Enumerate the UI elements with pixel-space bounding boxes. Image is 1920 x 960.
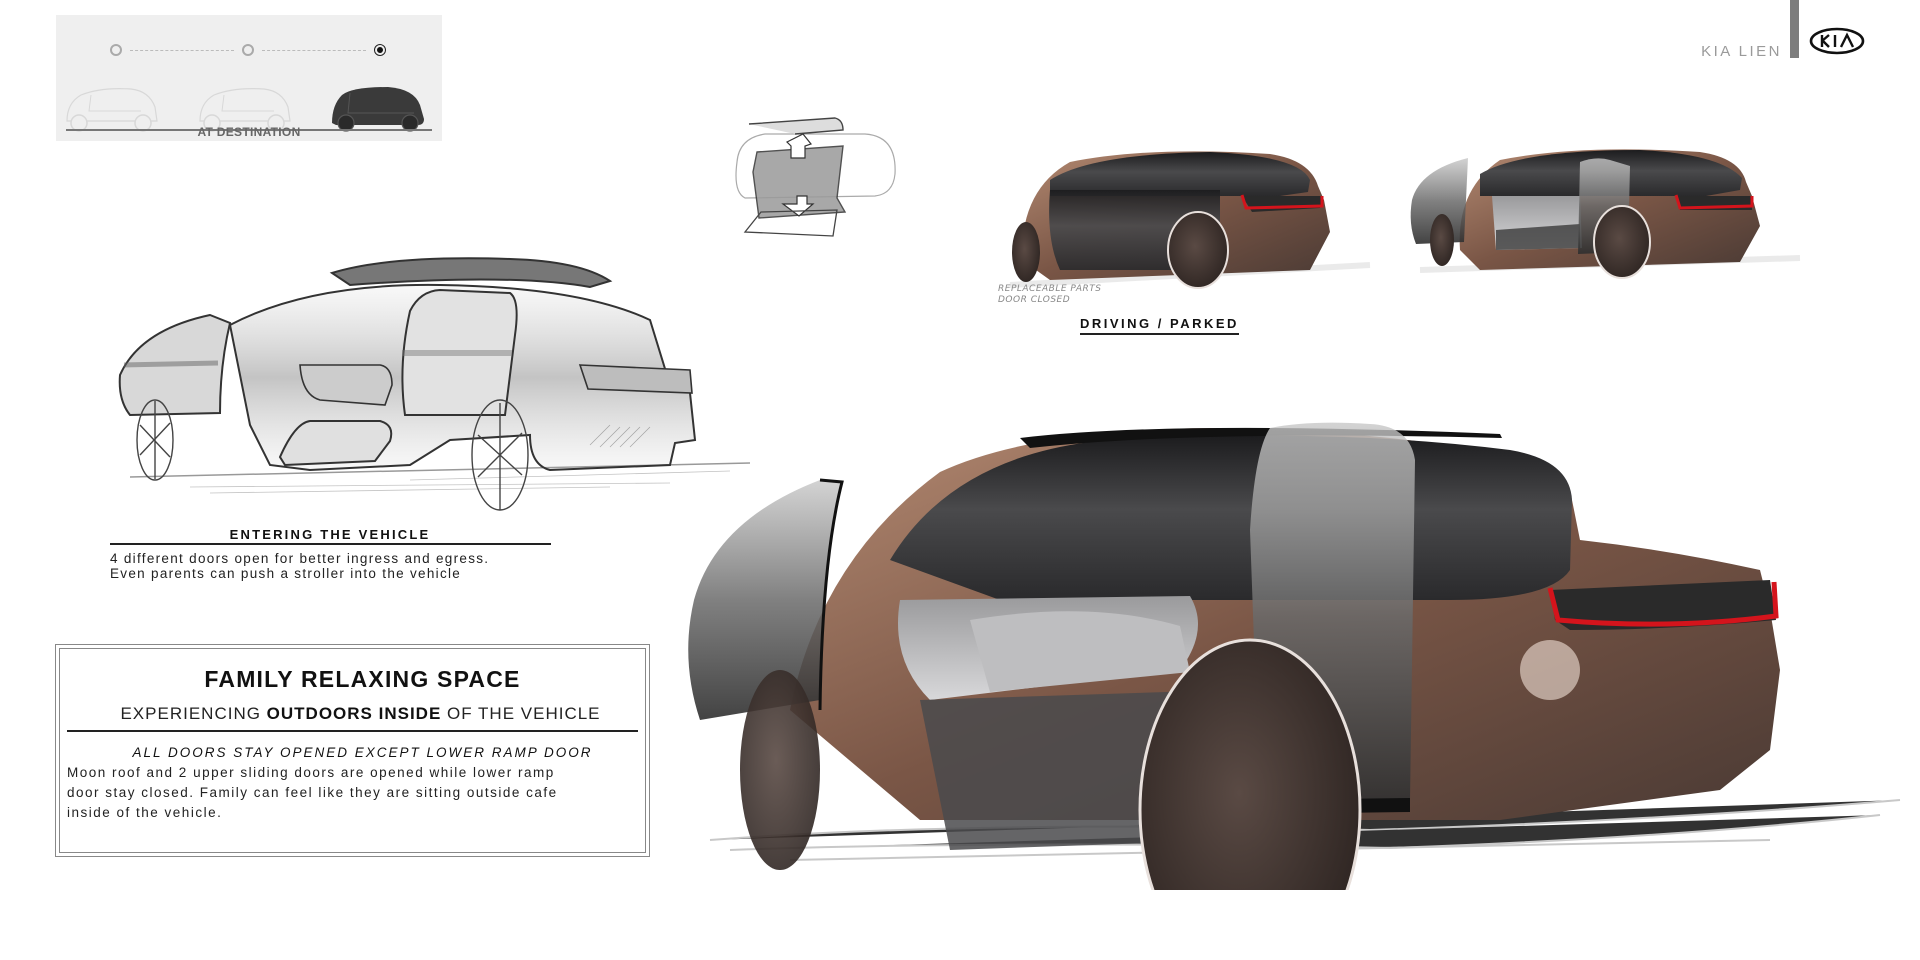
- timeline-step-1[interactable]: [110, 44, 122, 56]
- info-italic-heading: ALL DOORS STAY OPENED EXCEPT LOWER RAMP …: [132, 745, 593, 760]
- note-line-1: REPLACEABLE PARTS: [998, 284, 1102, 294]
- car-silhouette-icon-faded: [66, 88, 158, 132]
- family-relaxing-info-box: FAMILY RELAXING SPACE EXPERIENCING OUTDO…: [55, 644, 650, 857]
- journey-timeline: [56, 15, 442, 75]
- journey-status-panel: AT DESTINATION: [56, 15, 442, 141]
- entering-title: ENTERING THE VEHICLE: [229, 527, 431, 542]
- timeline-step-3-active[interactable]: [374, 44, 386, 56]
- entering-line-1: 4 different doors open for better ingres…: [110, 551, 490, 566]
- project-name: KIA LIEN: [1701, 43, 1782, 60]
- subtitle-prefix: EXPERIENCING: [120, 704, 267, 723]
- entering-description: 4 different doors open for better ingres…: [110, 551, 580, 581]
- entering-line-2: Even parents can push a stroller into th…: [110, 566, 462, 581]
- timeline-connector: [262, 50, 366, 51]
- info-divider: [67, 730, 638, 732]
- render-driving-closed: [1009, 151, 1371, 289]
- down-arrow-icon: [781, 195, 815, 217]
- info-body-line-1: Moon roof and 2 upper sliding doors are …: [67, 765, 555, 780]
- entering-vehicle-sketch: [118, 257, 751, 511]
- car-silhouette-icon-active: [332, 87, 424, 132]
- brand-divider-bar: [1790, 0, 1799, 58]
- render-main-family-space: [688, 422, 1901, 890]
- info-body-line-3: inside of the vehicle.: [67, 805, 223, 820]
- replaceable-parts-note: REPLACEABLE PARTS DOOR CLOSED: [998, 284, 1102, 306]
- note-line-2: DOOR CLOSED: [998, 295, 1071, 305]
- info-box-inner-frame: FAMILY RELAXING SPACE EXPERIENCING OUTDO…: [59, 648, 646, 853]
- brand-header: KIA LIEN: [1620, 0, 1920, 70]
- subtitle-suffix: OF THE VEHICLE: [441, 704, 601, 723]
- ramp-door-sketch: [735, 117, 896, 237]
- entering-divider: [110, 543, 551, 545]
- ground-line: [66, 129, 432, 131]
- info-body-line-2: door stay closed. Family can feel like t…: [67, 785, 558, 800]
- subtitle-emphasis: OUTDOORS INSIDE: [266, 704, 442, 723]
- timeline-connector: [130, 50, 234, 51]
- status-label: AT DESTINATION: [197, 125, 301, 139]
- info-body: Moon roof and 2 upper sliding doors are …: [67, 763, 627, 823]
- kia-logo-icon[interactable]: [1809, 27, 1865, 55]
- car-silhouette-icon-faded: [199, 88, 291, 132]
- render-parked-open: [1410, 149, 1801, 279]
- info-title: FAMILY RELAXING SPACE: [204, 666, 521, 692]
- driving-parked-caption: DRIVING / PARKED: [1080, 316, 1239, 335]
- up-arrow-icon: [785, 133, 813, 159]
- info-subtitle: EXPERIENCING OUTDOORS INSIDE OF THE VEHI…: [60, 704, 645, 724]
- timeline-step-2[interactable]: [242, 44, 254, 56]
